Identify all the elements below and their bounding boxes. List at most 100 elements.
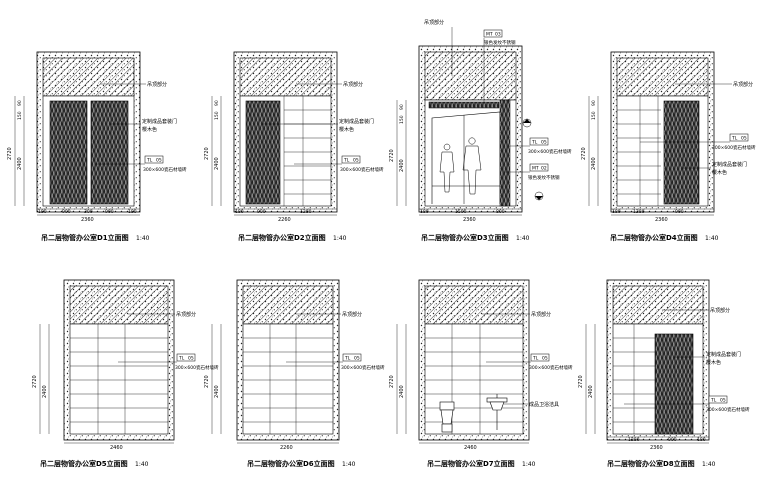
elevation-d7: 吊顶部分 TL 05 300×600瓷石材墙砖 成品卫浴洁具 2720 2400… bbox=[389, 279, 573, 468]
elevation-scale: 1:40 bbox=[333, 235, 347, 242]
tile-note: 300×600瓷石材墙砖 bbox=[175, 364, 219, 371]
top-dim-1: 90 bbox=[214, 100, 220, 106]
bottom-total: 2260 bbox=[280, 445, 293, 451]
material-tag-code: TL bbox=[710, 398, 717, 404]
bottom-dim: 1280 bbox=[628, 437, 640, 443]
elevation-d2: 吊顶部分 定制成品套装门 樱木色 TL 05 300×600瓷石材墙砖 2720… bbox=[204, 51, 384, 242]
bottom-dim: 180 bbox=[420, 209, 429, 215]
mt1-tag-box bbox=[483, 29, 503, 38]
door-note-line2: 樱木色 bbox=[142, 126, 157, 133]
tile-grid bbox=[70, 324, 168, 434]
elevation-scale: 1:40 bbox=[136, 235, 150, 242]
elevation-title: 吊二层物管办公室D8立面图 bbox=[607, 459, 695, 468]
height-total: 2720 bbox=[7, 147, 13, 160]
fixture-note: 成品卫浴洁具 bbox=[529, 401, 559, 408]
material-tag-num: 05 bbox=[741, 136, 747, 142]
ceiling-zone bbox=[616, 57, 709, 97]
height-total: 2720 bbox=[389, 149, 395, 162]
material-tag-box bbox=[176, 353, 196, 362]
ceiling-label: 吊顶部分 bbox=[176, 311, 196, 318]
height-total: 2720 bbox=[389, 375, 395, 388]
ceiling-label: 吊顶部分 bbox=[342, 311, 362, 318]
height-wall: 2400 bbox=[399, 159, 405, 172]
door-note-line1: 定制成品套装门 bbox=[712, 161, 747, 168]
elevation-scale: 1:40 bbox=[522, 461, 536, 468]
top-dim-1: 90 bbox=[591, 100, 597, 106]
ceiling-zone bbox=[424, 51, 517, 101]
bottom-total: 2460 bbox=[110, 445, 123, 451]
material-tag-code: TL bbox=[532, 356, 539, 362]
elevation-title: 吊二层物管办公室D3立面图 bbox=[421, 233, 509, 242]
wall-face bbox=[242, 323, 334, 435]
elevation-title: 吊二层物管办公室D4立面图 bbox=[610, 233, 698, 242]
bottom-total: 2360 bbox=[81, 217, 94, 223]
elevation-title: 吊二层物管办公室D7立面图 bbox=[427, 459, 515, 468]
ceiling-zone bbox=[612, 285, 704, 325]
material-tag-box bbox=[529, 137, 549, 146]
height-wall: 2400 bbox=[17, 157, 23, 170]
tile-grid bbox=[617, 96, 661, 206]
elevation-title: 吊二层物管办公室D6立面图 bbox=[247, 459, 335, 468]
column-strip bbox=[499, 99, 511, 207]
height-wall: 2400 bbox=[399, 385, 405, 398]
door-note-line2: 樱木色 bbox=[339, 126, 354, 133]
material-tag-num: 05 bbox=[353, 158, 359, 164]
mt2-tag-num: 02 bbox=[541, 166, 547, 172]
material-tag-code: TL bbox=[531, 140, 538, 146]
bottom-dim: 1280 bbox=[300, 209, 312, 215]
height-wall: 2400 bbox=[591, 157, 597, 170]
material-tag-box bbox=[144, 155, 164, 164]
section-marker bbox=[522, 118, 532, 128]
height-wall: 2400 bbox=[42, 385, 48, 398]
elevation-d4: 吊顶部分 TL 05 300×600瓷石材墙砖 定制成品套装门 樱木色 2720… bbox=[581, 51, 756, 242]
mt1-note: 银色发纹不锈钢 bbox=[484, 39, 516, 46]
top-dim-1: 90 bbox=[17, 100, 23, 106]
wall-face bbox=[69, 323, 169, 435]
bottom-dim: 900 bbox=[257, 209, 266, 215]
height-wall: 2400 bbox=[214, 385, 220, 398]
window-header bbox=[428, 101, 500, 109]
bottom-dim: 900 bbox=[675, 209, 684, 215]
mt2-tag-code: MT bbox=[532, 166, 539, 172]
mt2-tag-box bbox=[529, 163, 549, 172]
material-tag-box bbox=[729, 133, 749, 142]
height-total: 2720 bbox=[581, 147, 587, 160]
door-leaf-right bbox=[90, 100, 129, 205]
height-total: 2720 bbox=[204, 147, 210, 160]
ceiling-zone bbox=[69, 285, 169, 325]
bottom-dim: 300 bbox=[84, 209, 93, 215]
tile-note: 300×600瓷石材墙砖 bbox=[528, 148, 572, 155]
elevation-scale: 1:40 bbox=[705, 235, 719, 242]
top-dim-2: 150 bbox=[214, 111, 220, 120]
material-tag-num: 05 bbox=[542, 356, 548, 362]
material-tag-num: 05 bbox=[720, 398, 726, 404]
door-leaf bbox=[654, 333, 694, 435]
tile-note: 300×600瓷石材墙砖 bbox=[706, 406, 750, 413]
ceiling-label: 吊顶部分 bbox=[147, 81, 167, 88]
door-note-line1: 定制成品套装门 bbox=[339, 118, 374, 125]
ceiling-label: 吊顶部分 bbox=[710, 307, 730, 314]
bottom-total: 2360 bbox=[463, 217, 476, 223]
ceiling-zone bbox=[42, 57, 135, 97]
elevation-d5: 吊顶部分 TL 05 300×600瓷石材墙砖 2720 2400 2460 吊… bbox=[32, 279, 219, 468]
tile-note: 300×600瓷石材墙砖 bbox=[143, 166, 187, 173]
material-tag-box bbox=[708, 395, 728, 404]
mt1-tag-num: 03 bbox=[495, 32, 501, 38]
ceiling-label: 吊顶部分 bbox=[343, 81, 363, 88]
material-tag-code: TL bbox=[178, 356, 185, 362]
mt1-tag-code: MT bbox=[486, 32, 493, 38]
top-dim-2: 150 bbox=[591, 111, 597, 120]
door-note-line1: 定制成品套装门 bbox=[142, 118, 177, 125]
material-tag-num: 05 bbox=[188, 356, 194, 362]
elevation-scale: 1:40 bbox=[342, 461, 356, 468]
door-note-line2: 樱木色 bbox=[712, 169, 727, 176]
door-note-line2: 樱木色 bbox=[706, 359, 721, 366]
door-leaf-left bbox=[49, 100, 88, 205]
material-tag-box bbox=[341, 155, 361, 164]
tile-note: 300×600瓷石材墙砖 bbox=[340, 166, 384, 173]
material-tag-code: TL bbox=[343, 158, 350, 164]
material-tag-num: 05 bbox=[541, 140, 547, 146]
elevation-scale: 1:40 bbox=[135, 461, 149, 468]
material-tag-box bbox=[342, 353, 362, 362]
